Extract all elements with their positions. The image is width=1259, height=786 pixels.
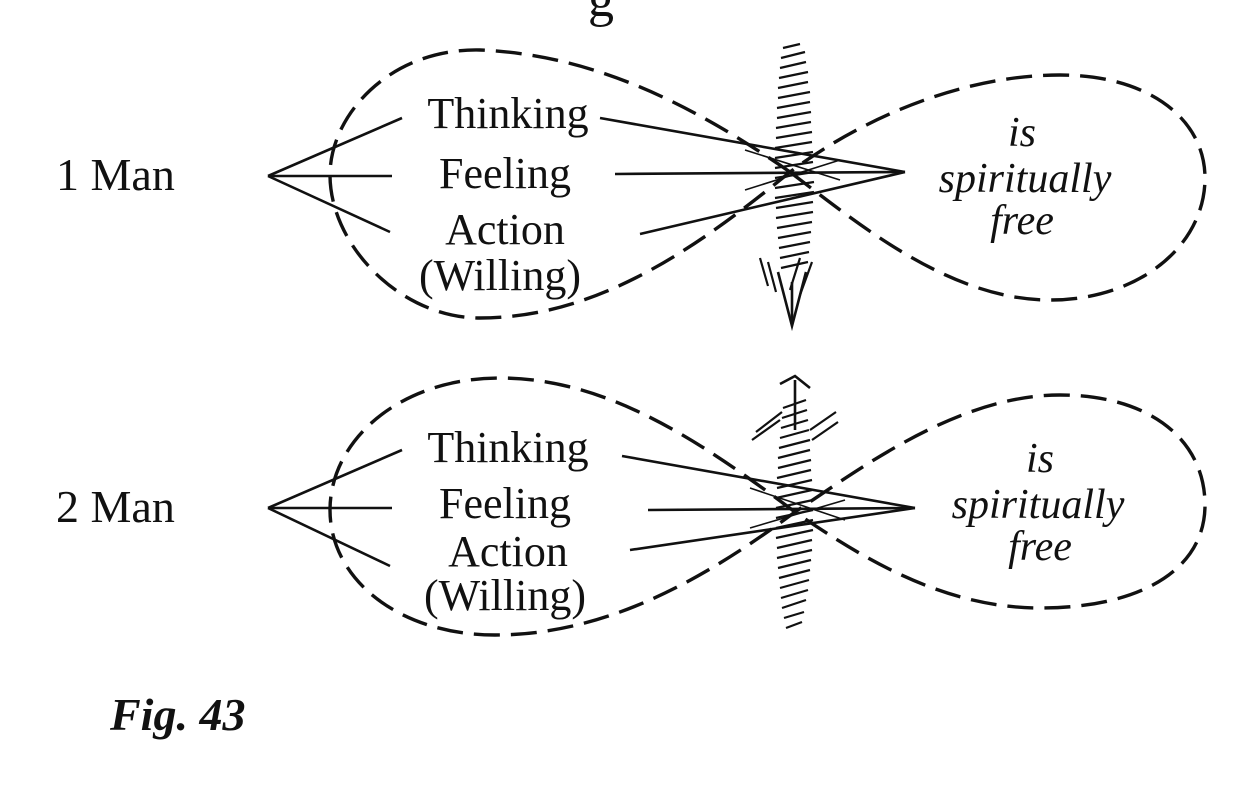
diagram-2-man-label: 2 Man xyxy=(56,481,175,532)
diagram-1-hatched-barrier-down-arrow xyxy=(758,42,815,332)
diagram-2-ray-man-thinking xyxy=(267,448,403,510)
diagram-2-ray-feeling-free xyxy=(647,506,916,512)
diagram-2-ray-man-action xyxy=(267,506,391,568)
diagram-2-result-line-3: free xyxy=(1008,524,1072,570)
diagram-1-ray-feeling-free xyxy=(614,170,906,176)
diagram-1-faculty-action: Action xyxy=(445,205,565,254)
diagram-2-ray-thinking-free xyxy=(621,454,916,510)
diagram-2: 2 Man Thinking Feeling Action (Willing) … xyxy=(56,374,1207,637)
diagram-2-faculty-thinking: Thinking xyxy=(427,423,588,472)
diagram-1-faculty-feeling: Feeling xyxy=(439,149,571,198)
diagram-1-result-line-1: is xyxy=(1008,110,1036,156)
diagram-2-faculty-action: Action xyxy=(448,527,568,576)
diagram-2-faculty-willing: (Willing) xyxy=(424,571,586,620)
diagram-1-ray-man-action xyxy=(267,174,391,234)
diagram-1-ray-thinking-free xyxy=(599,116,906,174)
diagram-2-dashed-outline xyxy=(328,376,1207,637)
diagram-1-result-line-2: spiritually xyxy=(939,156,1112,202)
diagram-1: 1 Man Thinking Feeling Action (Willing) … xyxy=(56,42,1207,332)
diagram-1-faculty-thinking: Thinking xyxy=(427,89,588,138)
diagram-2-hatched-barrier-up-arrow xyxy=(751,374,839,630)
diagram-1-man-label: 1 Man xyxy=(56,149,175,200)
diagram-2-faculty-feeling: Feeling xyxy=(439,479,571,528)
diagram-1-ray-action-free xyxy=(639,170,906,236)
figure-caption: Fig. 43 xyxy=(109,689,245,740)
diagram-2-result-line-1: is xyxy=(1026,436,1054,482)
diagram-1-faculty-willing: (Willing) xyxy=(419,251,581,300)
partial-title: g xyxy=(588,0,614,28)
diagram-2-result-line-2: spiritually xyxy=(952,482,1125,528)
diagram-1-result-line-3: free xyxy=(990,198,1054,244)
diagram-1-ray-man-thinking xyxy=(267,116,403,178)
diagram-2-ray-action-free xyxy=(629,506,916,552)
